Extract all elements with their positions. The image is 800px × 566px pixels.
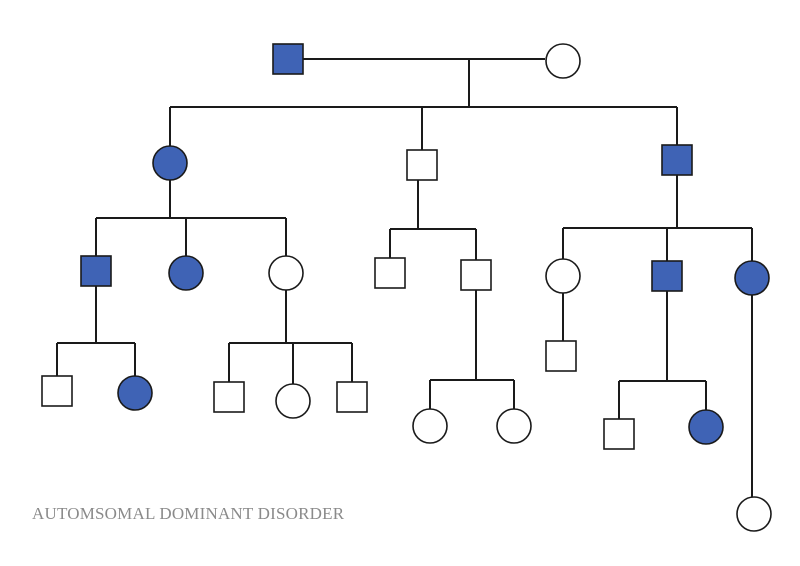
unaffected-male-square bbox=[213, 381, 245, 413]
diagram-caption: AUTOMSOMAL DOMINANT DISORDER bbox=[32, 504, 345, 523]
unaffected-male-square bbox=[406, 149, 438, 181]
pedigree-individuals bbox=[41, 43, 772, 532]
affected-female-circle bbox=[168, 255, 204, 291]
unaffected-female-circle bbox=[275, 383, 311, 419]
affected-male-square bbox=[661, 144, 693, 176]
unaffected-male-square bbox=[336, 381, 368, 413]
unaffected-female-circle bbox=[545, 258, 581, 294]
affected-male-square bbox=[80, 255, 112, 287]
affected-female-circle bbox=[688, 409, 724, 445]
lineage-lines bbox=[56, 58, 753, 497]
unaffected-female-circle bbox=[268, 255, 304, 291]
affected-female-circle bbox=[117, 375, 153, 411]
affected-male-square bbox=[272, 43, 304, 75]
affected-female-circle bbox=[734, 260, 770, 296]
unaffected-male-square bbox=[545, 340, 577, 372]
affected-female-circle bbox=[152, 145, 188, 181]
unaffected-female-circle bbox=[545, 43, 581, 79]
unaffected-male-square bbox=[603, 418, 635, 450]
unaffected-male-square bbox=[41, 375, 73, 407]
unaffected-female-circle bbox=[736, 496, 772, 532]
unaffected-female-circle bbox=[412, 408, 448, 444]
affected-male-square bbox=[651, 260, 683, 292]
unaffected-male-square bbox=[460, 259, 492, 291]
unaffected-female-circle bbox=[496, 408, 532, 444]
unaffected-male-square bbox=[374, 257, 406, 289]
